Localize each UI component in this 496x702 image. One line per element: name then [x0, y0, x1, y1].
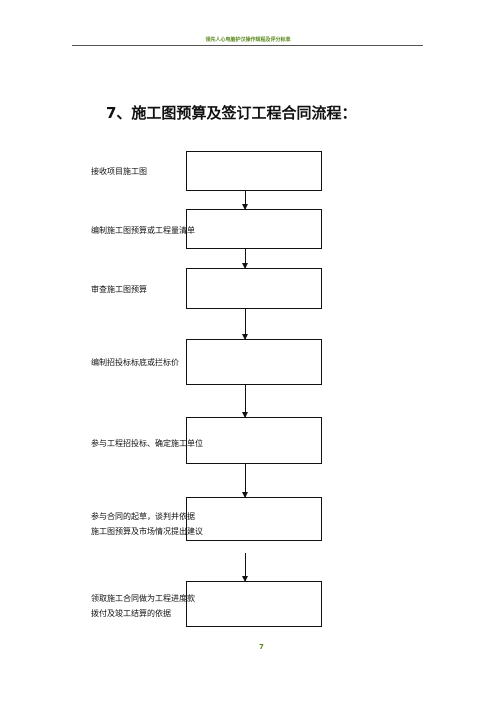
flow-box-1: [186, 151, 322, 191]
flow-box-2: [186, 209, 322, 249]
flow-box-3: [186, 268, 322, 309]
flow-step-4-line-1: 编制招投标标底或拦标价: [91, 358, 179, 367]
flow-step-2-label: 编制施工图预算或工程量清单: [91, 223, 195, 238]
flow-step-5-label: 参与工程招投标、确定施工单位: [91, 436, 203, 451]
header-rule: [72, 45, 423, 46]
flow-step-6-label: 参与合同的起草，谈判并依据 施工图预算及市场情况提出建议: [91, 509, 203, 539]
flow-box-5: [186, 417, 322, 464]
flow-step-7-label: 领取施工合同做为工程进度款 拨付及竣工结算的依据: [91, 591, 195, 621]
flow-step-1-line-1: 接收项目施工图: [91, 167, 147, 176]
flow-step-4-label: 编制招投标标底或拦标价: [91, 355, 179, 370]
flow-step-2-line-1: 编制施工图预算或工程量清单: [91, 226, 195, 235]
flow-box-4: [186, 339, 322, 385]
flow-step-1-label: 接收项目施工图: [91, 164, 147, 179]
flow-step-6-line-2: 施工图预算及市场情况提出建议: [91, 527, 203, 536]
section-title: 7、施工图预算及签订工程合同流程：: [106, 104, 357, 122]
flow-box-6: [186, 497, 322, 541]
flow-arrow-2: [242, 249, 248, 269]
flow-step-3-line-1: 审查施工图预算: [91, 285, 147, 294]
flow-arrow-5: [242, 464, 248, 498]
flow-arrow-1: [242, 191, 248, 210]
flow-step-6-line-1: 参与合同的起草，谈判并依据: [91, 512, 195, 521]
flow-arrow-3: [242, 309, 248, 340]
page-number: 7: [259, 643, 264, 651]
page-header: 领先人心电脑护汉操作规程及评分标准: [205, 37, 291, 43]
flow-arrow-4: [242, 385, 248, 418]
flow-box-7: [186, 581, 322, 627]
flow-step-5-line-1: 参与工程招投标、确定施工单位: [91, 439, 203, 448]
flow-arrow-6: [242, 553, 248, 582]
flow-step-7-line-2: 拨付及竣工结算的依据: [91, 609, 171, 618]
flow-step-3-label: 审查施工图预算: [91, 282, 147, 297]
flow-step-7-line-1: 领取施工合同做为工程进度款: [91, 594, 195, 603]
